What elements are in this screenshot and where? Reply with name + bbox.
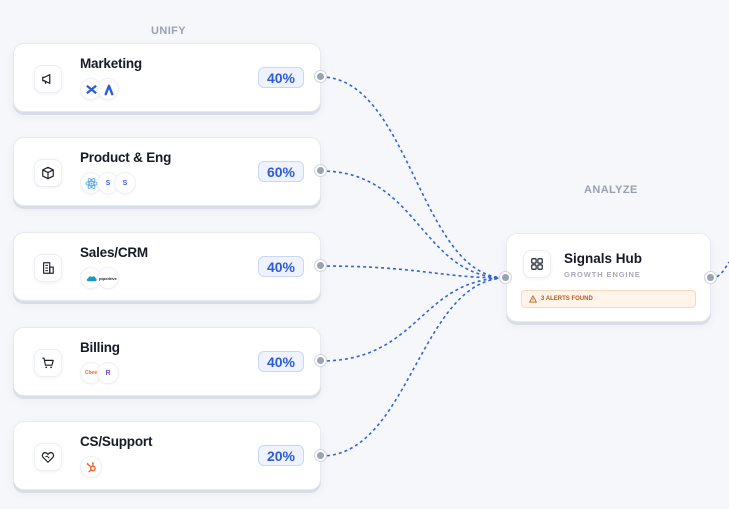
wire-billing: [320, 277, 507, 362]
heart-handshake-icon: [34, 443, 62, 471]
integration-logos: [80, 456, 102, 478]
hub-subtitle: GROWTH ENGINE: [564, 270, 641, 279]
cart-icon: [34, 349, 62, 377]
output-port-billing[interactable]: [315, 355, 326, 366]
percent-badge: 40%: [258, 67, 304, 88]
alert-text: 3 ALERTS FOUND: [541, 296, 593, 302]
hub-input-port[interactable]: [500, 272, 511, 283]
wire-sales: [320, 265, 507, 279]
integration-logos: S S: [80, 172, 136, 194]
source-card-product-eng[interactable]: Product & Eng S S 60%: [13, 137, 321, 206]
analyze-label: ANALYZE: [584, 184, 638, 196]
google-ads-logo: [97, 78, 119, 100]
building-icon: [34, 254, 62, 282]
source-card-sales-crm[interactable]: Sales/CRM pipedrive 40%: [13, 232, 321, 301]
source-title: Product & Eng: [80, 150, 172, 165]
s-logo: S: [114, 172, 136, 194]
percent-badge: 60%: [258, 161, 304, 182]
wire-support: [320, 277, 507, 457]
signals-hub-card[interactable]: Signals Hub GROWTH ENGINE 3 ALERTS FOUND: [506, 233, 711, 322]
source-card-cs-support[interactable]: CS/Support 20%: [13, 421, 321, 490]
integration-logos: [80, 78, 119, 100]
wire-product: [320, 170, 507, 279]
grid-icon: [523, 250, 551, 278]
pipedrive-logo: pipedrive: [97, 267, 119, 289]
wire-marketing: [320, 76, 507, 279]
output-port-marketing[interactable]: [315, 71, 326, 82]
integration-logos: pipedrive: [80, 267, 119, 289]
source-title: Billing: [80, 340, 120, 355]
percent-badge: 40%: [258, 351, 304, 372]
source-card-marketing[interactable]: Marketing 40%: [13, 43, 321, 112]
percent-badge: 40%: [258, 256, 304, 277]
alert-banner[interactable]: 3 ALERTS FOUND: [521, 290, 696, 308]
hub-title: Signals Hub: [564, 251, 643, 266]
hubspot-logo: [80, 456, 102, 478]
unify-label: UNIFY: [151, 25, 186, 37]
percent-badge: 20%: [258, 445, 304, 466]
source-card-billing[interactable]: Billing Cbee R 40%: [13, 327, 321, 396]
output-port-product-eng[interactable]: [315, 165, 326, 176]
hub-output-port[interactable]: [705, 272, 716, 283]
cube-icon: [34, 159, 62, 187]
warning-icon: [529, 295, 537, 303]
integration-logos: Cbee R: [80, 362, 119, 384]
recurly-logo: R: [97, 362, 119, 384]
output-port-cs-support[interactable]: [315, 450, 326, 461]
source-title: CS/Support: [80, 434, 153, 449]
source-title: Marketing: [80, 56, 142, 71]
output-port-sales-crm[interactable]: [315, 260, 326, 271]
source-title: Sales/CRM: [80, 245, 148, 260]
megaphone-icon: [34, 65, 62, 93]
